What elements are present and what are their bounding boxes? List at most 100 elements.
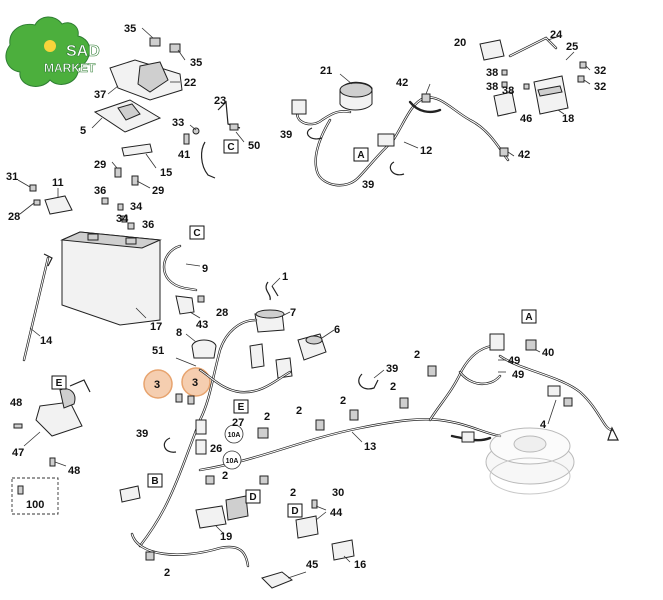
cap-8[interactable] [191, 339, 217, 359]
tie-42a[interactable] [421, 93, 431, 103]
label-13: 13 [364, 441, 376, 453]
label-48a: 48 [10, 397, 22, 409]
cable-9[interactable] [163, 244, 201, 292]
cable-tie-2e[interactable] [427, 365, 437, 377]
ref-d1: D [249, 492, 256, 503]
screw-30[interactable] [311, 499, 318, 509]
control-module-group[interactable] [479, 35, 591, 117]
kit-100[interactable] [11, 477, 59, 515]
nut-36b[interactable] [127, 222, 135, 230]
nut-35a[interactable] [149, 37, 161, 47]
cable-tie-2f[interactable] [259, 475, 269, 485]
connector-12a [377, 133, 395, 147]
connector-43-body[interactable] [175, 295, 195, 315]
screw-48a[interactable] [13, 423, 23, 429]
washer-34b[interactable] [121, 215, 128, 223]
nut-40[interactable] [525, 339, 537, 351]
bracket-assembly[interactable] [91, 27, 186, 189]
cable-tie-2g[interactable] [205, 475, 215, 485]
cable-tie-2b[interactable] [315, 419, 325, 431]
tie-42b[interactable] [499, 147, 509, 157]
battery-17[interactable] [60, 231, 162, 326]
fuse-26-holder[interactable] [195, 439, 207, 455]
screw-29a[interactable] [114, 167, 122, 178]
label-16: 16 [354, 559, 366, 571]
nut-36a[interactable] [101, 197, 109, 205]
bolt-41[interactable] [183, 133, 190, 145]
connector-4-tip [563, 397, 573, 407]
washer-38a[interactable] [501, 69, 508, 76]
sensor-45[interactable] [261, 571, 293, 589]
label-32a: 32 [594, 65, 606, 77]
cable-tie-2c[interactable] [349, 409, 359, 421]
highlight-3a[interactable] [143, 369, 173, 399]
connector-49[interactable] [489, 333, 505, 351]
nut-28a[interactable] [33, 199, 41, 206]
ref-c1: C [227, 142, 234, 153]
label-48b: 48 [68, 465, 80, 477]
detail-e-left[interactable] [13, 379, 91, 467]
harness-12[interactable] [291, 73, 515, 187]
ref-box-e2 [233, 399, 249, 414]
fuse-27-holder[interactable] [195, 419, 207, 435]
label-15: 15 [160, 167, 172, 179]
label-19: 19 [220, 531, 232, 543]
label-28a: 28 [8, 211, 20, 223]
main-harness-13[interactable] [130, 318, 614, 568]
kit-100-box [11, 477, 59, 515]
bolt-31[interactable] [29, 184, 37, 192]
sensor-20[interactable] [479, 39, 505, 61]
ref-e2: E [238, 402, 245, 413]
label-45: 45 [306, 559, 318, 571]
washer-33[interactable] [192, 127, 200, 135]
bolt-28b[interactable] [197, 295, 205, 303]
washer-38c[interactable] [523, 83, 530, 90]
label-20: 20 [454, 37, 466, 49]
battery-clamp-group[interactable] [17, 179, 135, 230]
ground-strap-group[interactable] [183, 100, 245, 179]
washer-38b[interactable] [501, 81, 508, 88]
screw-29b[interactable] [131, 175, 139, 186]
cable-tie-2a[interactable] [257, 427, 269, 439]
module-46[interactable] [493, 91, 517, 117]
connector-43[interactable] [175, 295, 205, 319]
label-3a: 3 [154, 379, 160, 391]
connector-4[interactable] [547, 385, 561, 397]
clip-1[interactable] [265, 281, 279, 301]
circlip-39b[interactable] [307, 127, 323, 140]
switch-44[interactable] [295, 515, 319, 539]
diode-16[interactable] [331, 539, 355, 561]
label-2g: 2 [222, 470, 228, 482]
label-2e: 2 [414, 349, 420, 361]
label-14: 14 [40, 335, 53, 347]
label-34a: 34 [130, 201, 143, 213]
label-39b: 39 [280, 129, 292, 141]
washer-34a[interactable] [117, 203, 124, 211]
bracket-47[interactable] [35, 401, 83, 437]
module-18[interactable] [533, 75, 569, 115]
circlip-39d[interactable] [358, 373, 379, 390]
plate-15[interactable] [121, 143, 153, 157]
screw-32b[interactable] [577, 75, 585, 83]
rod-14[interactable] [22, 253, 53, 362]
circlip-39a[interactable] [163, 437, 177, 453]
relay-19[interactable] [195, 505, 227, 529]
harness-connectors[interactable] [145, 333, 619, 561]
ref-box-c2 [189, 225, 205, 240]
circlips-39[interactable] [163, 369, 385, 453]
cable-tie-2d[interactable] [399, 397, 409, 409]
fuse-26-rating: 10A [226, 458, 239, 465]
ref-e1: E [56, 378, 63, 389]
circlip-39c[interactable] [389, 161, 405, 176]
label-33: 33 [172, 117, 184, 129]
screw-48b[interactable] [49, 457, 56, 467]
clamp-11[interactable] [44, 195, 73, 215]
ref-box-b1 [147, 473, 163, 488]
sad-market-logo[interactable]: SAD MARKET [5, 16, 100, 87]
highlight-3b[interactable] [181, 367, 211, 397]
cable-tie-2h[interactable] [145, 551, 155, 561]
nut-35b[interactable] [169, 43, 181, 53]
screw-32a[interactable] [579, 61, 587, 69]
lower-components[interactable] [119, 485, 355, 589]
fuse-holder-group[interactable] [143, 357, 211, 405]
